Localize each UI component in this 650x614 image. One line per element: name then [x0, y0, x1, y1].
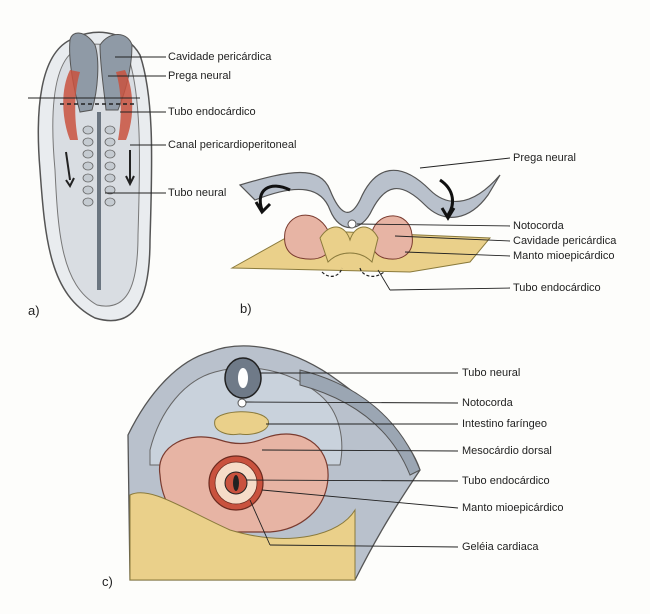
label-a-neural-fold: Prega neural — [168, 70, 231, 82]
panel-a-letter: a) — [28, 303, 40, 318]
label-a-pericardial-cavity: Cavidade pericárdica — [168, 51, 272, 63]
label-b-myoepicardial-mantle: Manto mioepicárdico — [513, 250, 615, 262]
mesoderm-right — [116, 70, 133, 140]
label-c-dorsal-mesocardium: Mesocárdio dorsal — [462, 445, 552, 457]
label-b-pericardial-cavity: Cavidade pericárdica — [513, 235, 617, 247]
panel-b-drawing — [230, 169, 501, 277]
arrow-right-icon — [125, 150, 135, 187]
somites — [82, 125, 116, 207]
label-b-notochord: Notocorda — [513, 220, 564, 232]
panel-b-letter: b) — [240, 301, 252, 316]
panel-a-drawing — [28, 31, 153, 322]
label-a-neural-tube: Tubo neural — [168, 187, 227, 199]
gray-wedge-c — [299, 369, 421, 476]
label-c-neural-tube: Tubo neural — [462, 367, 521, 379]
label-a-endocardial-tube: Tubo endocárdico — [168, 106, 256, 118]
pharyngeal-gut — [214, 411, 269, 435]
label-c-pharyngeal-gut: Intestino faríngeo — [462, 418, 548, 430]
label-c-myoepicardial-mantle: Manto mioepicárdico — [462, 502, 564, 514]
label-c-cardiac-jelly: Geléia cardiaca — [462, 541, 539, 553]
label-c-endocardial-tube: Tubo endocárdico — [462, 475, 550, 487]
yellow-layer-c — [129, 492, 356, 581]
panel-c-drawing — [127, 345, 421, 581]
leader-lines — [105, 56, 511, 548]
mesoderm-left — [63, 70, 80, 140]
label-b-neural-fold: Prega neural — [513, 152, 576, 164]
curved-arrow-left-icon — [254, 184, 291, 215]
neural-tube-lumen — [238, 368, 248, 388]
endocardial-tube-dashed — [321, 267, 385, 277]
arrow-left-icon — [65, 151, 75, 188]
notochord-c — [237, 398, 247, 408]
endocardial-lumen — [233, 475, 239, 491]
endoderm-gut-b — [319, 226, 379, 263]
curved-arrow-right-icon — [439, 178, 456, 221]
panel-c-letter: c) — [102, 574, 113, 589]
label-b-endocardial-tube: Tubo endocárdico — [513, 282, 601, 294]
label-c-notochord: Notocorda — [462, 397, 513, 409]
notochord-b — [347, 219, 357, 229]
ectoderm-fold — [238, 169, 501, 229]
label-a-pericardioperitoneal-canal: Canal pericardioperitoneal — [168, 139, 297, 151]
